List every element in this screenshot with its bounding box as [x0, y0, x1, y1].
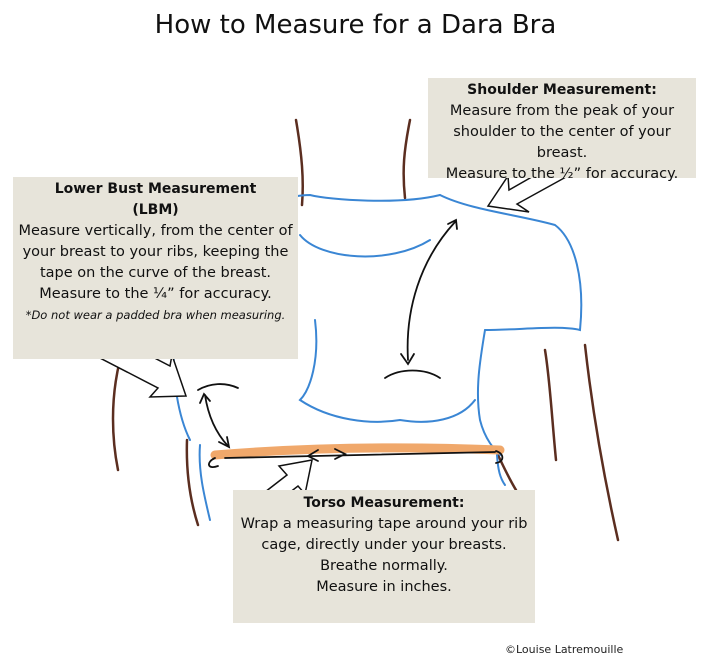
torso-text-line: cage, directly under your breasts. — [261, 537, 507, 553]
lbm-arrowhead-bottom — [218, 436, 231, 449]
lbm-text-line: your breast to your ribs, keeping the — [22, 244, 289, 260]
tape-wrap-right — [495, 450, 504, 464]
lbm-text-line: Measure to the ¼” for accuracy. — [39, 286, 272, 302]
body-left-line — [198, 444, 211, 521]
bust-line — [298, 319, 476, 423]
shoulder-heading: Shoulder Measurement: — [467, 82, 657, 98]
shoulder-measure-arrowhead-top — [447, 218, 458, 230]
torso-text-line: Wrap a measuring tape around your rib — [240, 516, 528, 532]
lbm-measure-line — [204, 394, 229, 447]
torso-measurement-box: Torso Measurement: Wrap a measuring tape… — [233, 490, 535, 623]
shoulder-measure-line — [406, 221, 456, 361]
underarm-right-outline — [543, 348, 558, 462]
lbm-heading: Lower Bust Measurement — [54, 181, 257, 197]
tape-arrowhead-right — [334, 448, 348, 460]
shoulder-text-line: shoulder to the center of your breast. — [453, 124, 671, 161]
armhole-right-line — [476, 329, 501, 456]
lower-bust-measurement-box: Lower Bust Measurement (LBM) Measure ver… — [13, 177, 298, 359]
lbm-curve-top — [197, 383, 239, 391]
lbm-text-line: tape on the curve of the breast. — [39, 265, 272, 281]
torso-text-line: Measure in inches. — [316, 579, 452, 595]
lbm-note: *Do not wear a padded bra when measuring… — [25, 308, 286, 322]
body-right-line — [496, 454, 506, 486]
neck-right-outline — [402, 118, 412, 200]
lbm-text-line: Measure vertically, from the center of — [18, 223, 293, 239]
shoulder-text-line: Measure to the ½” for accuracy. — [445, 166, 679, 182]
breast-center-mark — [384, 369, 441, 379]
tape-measure-line — [224, 451, 496, 459]
copyright-credit: ©Louise Latremouille — [505, 643, 624, 656]
arm-left-outline — [111, 358, 122, 472]
page-title: How to Measure for a Dara Bra — [154, 10, 557, 40]
neckline — [299, 234, 431, 258]
shoulder-text-line: Measure from the peak of your — [449, 103, 675, 119]
tape-wrap-left — [208, 457, 219, 468]
torso-left-outline — [185, 438, 200, 527]
torso-right-outline — [496, 453, 518, 492]
lbm-arrowhead-top — [199, 392, 211, 404]
torso-text-line: Breathe normally. — [320, 558, 448, 574]
shoulder-measurement-box: Shoulder Measurement: Measure from the p… — [428, 78, 696, 182]
shoulder-right-line — [439, 194, 583, 332]
torso-heading: Torso Measurement: — [303, 495, 465, 511]
shoulder-measure-arrowhead-bottom — [400, 353, 415, 366]
arm-right-outline — [583, 343, 620, 542]
tape-arrowhead-left — [306, 449, 319, 462]
lbm-subheading: (LBM) — [132, 202, 179, 218]
measuring-tape — [210, 443, 505, 460]
neck-left-outline — [294, 118, 304, 207]
